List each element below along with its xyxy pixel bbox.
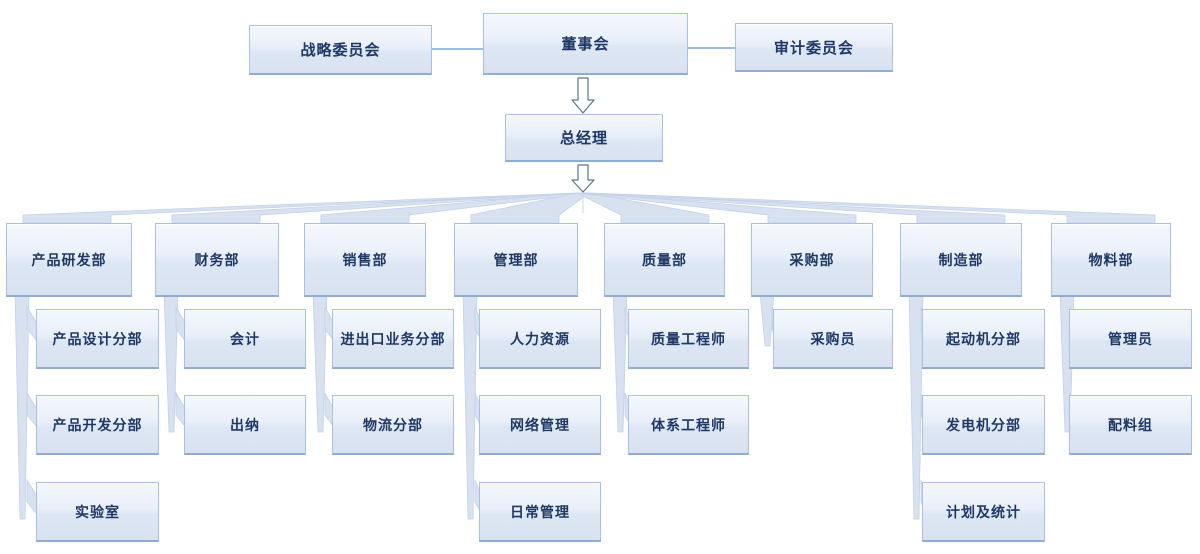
buyer-node[interactable]: 采购员 — [773, 309, 893, 369]
lab-node[interactable]: 实验室 — [36, 482, 159, 542]
dept-admin[interactable]: 管理部 — [454, 223, 578, 297]
product-design-node[interactable]: 产品设计分部 — [36, 309, 159, 369]
network-admin-node[interactable]: 网络管理 — [479, 395, 601, 455]
generator-division-node[interactable]: 发电机分部 — [922, 395, 1045, 455]
board-node[interactable]: 董事会 — [483, 13, 688, 75]
dept-quality[interactable]: 质量部 — [604, 223, 725, 297]
planning-stats-node[interactable]: 计划及统计 — [922, 482, 1045, 542]
dept-purchasing[interactable]: 采购部 — [751, 223, 873, 297]
quality-engineer-node[interactable]: 质量工程师 — [628, 309, 749, 369]
down-arrow-icon — [571, 77, 595, 114]
dept-manufacturing[interactable]: 制造部 — [900, 223, 1022, 297]
cashier-node[interactable]: 出纳 — [184, 395, 306, 455]
dept-materials[interactable]: 物料部 — [1051, 223, 1171, 297]
dept-sales[interactable]: 销售部 — [304, 223, 426, 297]
product-dev-node[interactable]: 产品开发分部 — [36, 395, 159, 455]
strategy-committee-node[interactable]: 战略委员会 — [249, 25, 432, 75]
daily-admin-node[interactable]: 日常管理 — [479, 482, 601, 542]
warehouse-admin-node[interactable]: 管理员 — [1069, 309, 1192, 369]
general-manager-node[interactable]: 总经理 — [505, 114, 663, 162]
fan-connector — [22, 192, 1156, 223]
hr-node[interactable]: 人力资源 — [479, 309, 601, 369]
system-engineer-node[interactable]: 体系工程师 — [628, 395, 749, 455]
logistics-node[interactable]: 物流分部 — [332, 395, 454, 455]
down-arrow-icon — [571, 164, 595, 193]
audit-committee-node[interactable]: 审计委员会 — [735, 23, 893, 72]
batching-group-node[interactable]: 配料组 — [1069, 395, 1192, 455]
accountant-node[interactable]: 会计 — [184, 309, 306, 369]
dept-product-rd[interactable]: 产品研发部 — [6, 223, 132, 297]
dept-finance[interactable]: 财务部 — [155, 223, 279, 297]
import-export-node[interactable]: 进出口业务分部 — [332, 309, 454, 369]
starter-division-node[interactable]: 起动机分部 — [922, 309, 1045, 369]
